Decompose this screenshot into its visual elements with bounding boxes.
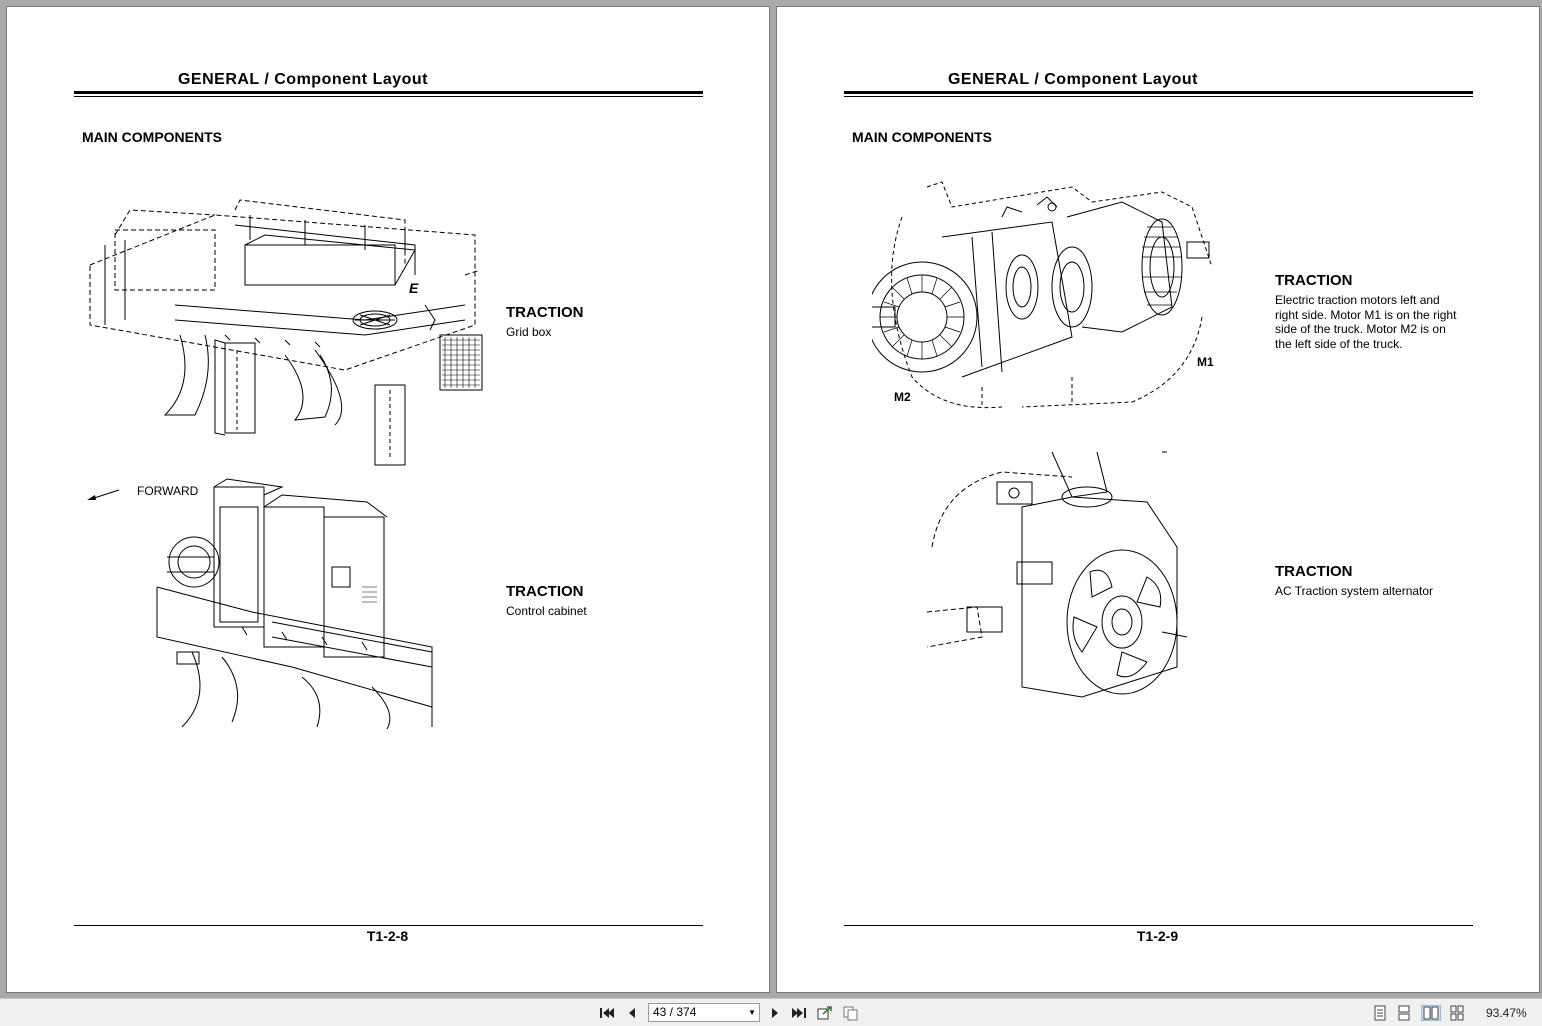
two-page-continuous-icon[interactable]	[1450, 1005, 1464, 1021]
page-right: GENERAL / Component Layout MAIN COMPONEN…	[776, 6, 1540, 993]
caption-text-alternator: AC Traction system alternator	[1275, 584, 1434, 598]
page-number-input[interactable]: 43 / 374 ▼	[648, 1003, 760, 1022]
caption-text-control-cabinet: Control cabinet	[506, 604, 587, 618]
header-rule-thin	[74, 96, 703, 97]
section-heading: MAIN COMPONENTS	[852, 129, 992, 145]
caption-line: Electric traction motors left and	[1275, 293, 1440, 307]
page-number: T1-2-8	[366, 928, 409, 944]
caption-line: right side. Motor M1 is on the right	[1275, 307, 1457, 322]
chevron-down-icon[interactable]: ▼	[748, 1008, 756, 1017]
single-page-icon[interactable]	[1373, 1005, 1387, 1021]
page-left: GENERAL / Component Layout MAIN COMPONEN…	[6, 6, 770, 993]
forward-arrow-icon	[87, 489, 120, 500]
grid-box-figure	[89, 199, 483, 466]
caption-line: the left side of the truck.	[1275, 336, 1403, 351]
footer-rule	[74, 925, 703, 926]
viewer-toolbar: 43 / 374 ▼ 93.47%	[0, 998, 1542, 1026]
caption-text-traction-motors: Electric traction motors left and right …	[1275, 293, 1475, 351]
continuous-icon[interactable]	[1397, 1005, 1411, 1021]
caption-title-alternator: TRACTION	[1275, 563, 1353, 580]
forward-label: FORWARD	[137, 484, 199, 498]
next-page-icon[interactable]	[766, 1004, 784, 1022]
caption-text-grid-box: Grid box	[506, 325, 552, 339]
caption-title-traction-motors: TRACTION	[1275, 272, 1353, 289]
header-rule	[74, 91, 703, 94]
caption-title-grid-box: TRACTION	[506, 304, 584, 321]
header-rule-thin	[844, 96, 1473, 97]
copy-icon[interactable]	[842, 1004, 860, 1022]
first-page-icon[interactable]	[598, 1004, 616, 1022]
control-cabinet-figure	[156, 478, 433, 730]
motor-m1-label: M1	[1197, 355, 1214, 369]
footer-rule	[844, 925, 1473, 926]
traction-motors-figure	[872, 181, 1213, 409]
export-icon[interactable]	[816, 1004, 834, 1022]
page-number: T1-2-9	[1136, 928, 1179, 944]
zoom-level[interactable]: 93.47%	[1486, 1006, 1527, 1020]
two-page-icon[interactable]	[1421, 1005, 1441, 1021]
caption-title-control-cabinet: TRACTION	[506, 583, 584, 600]
last-page-icon[interactable]	[790, 1004, 808, 1022]
callout-e: E	[409, 280, 419, 296]
alternator-figure	[926, 451, 1187, 698]
page-indicator: 43 / 374	[653, 1005, 697, 1019]
caption-line: side of the truck. Motor M2 is on	[1275, 322, 1446, 336]
page-header-title: GENERAL / Component Layout	[947, 71, 1199, 88]
section-heading: MAIN COMPONENTS	[82, 129, 222, 145]
prev-page-icon[interactable]	[623, 1004, 641, 1022]
page-header-title: GENERAL / Component Layout	[177, 71, 429, 88]
header-rule	[844, 91, 1473, 94]
document-viewport[interactable]: GENERAL / Component Layout MAIN COMPONEN…	[0, 0, 1542, 998]
motor-m2-label: M2	[894, 390, 911, 404]
